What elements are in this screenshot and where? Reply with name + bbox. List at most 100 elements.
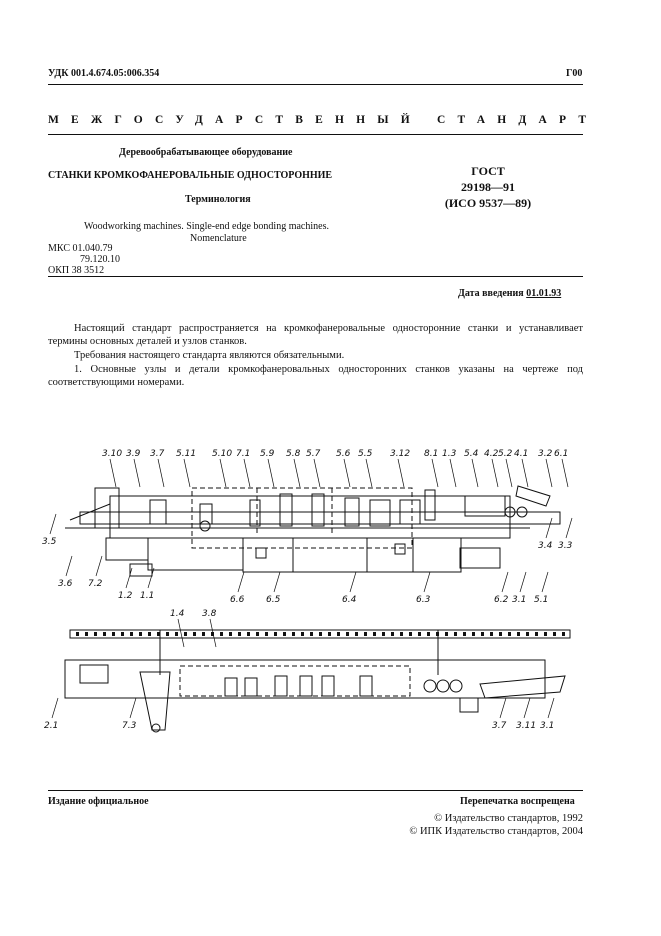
rail-hole [526,632,529,636]
group-code: Г00 [566,68,583,79]
callout-label: 3.7 [492,721,507,731]
leader-line [177,618,185,648]
rail-hole [490,632,493,636]
callout-label: 3.3 [558,541,573,551]
rail-hole [418,632,421,636]
leader-line [547,697,555,719]
mks-code: МКС 01.040.79 [48,243,113,254]
callout-label: 3.8 [202,609,217,619]
leader-line [273,571,281,593]
effective-date-label: Дата введения [458,288,524,299]
callout-label: 6.3 [416,595,431,605]
rail-hole [175,632,178,636]
leader-line [521,458,529,488]
rail-hole [382,632,385,636]
rail-hole [400,632,403,636]
callout-label: 4.1 [514,449,528,459]
rail-hole [427,632,430,636]
classification-codes: МКС 01.040.79 79.120.10 ОКП 38 3512 [48,243,120,276]
callout-label: 3.2 [538,449,553,459]
callout-label: 1.3 [442,449,457,459]
callout-label: 3.6 [58,579,73,589]
leader-line [125,567,133,589]
gost-number: 29198—91 [461,180,515,194]
callout-label: 5.11 [176,449,196,459]
leader-line [397,458,405,488]
rail-hole [256,632,259,636]
leader-line [431,458,439,488]
rail-hole [463,632,466,636]
edition-note: Издание официальное [48,796,149,807]
leader-line [129,697,137,719]
rail-hole [445,632,448,636]
rail-hole [337,632,340,636]
leader-line [545,517,553,539]
udk-code: УДК 001.4.674.05:006.354 [48,68,160,79]
rail-hole [76,632,79,636]
callout-label: 6.1 [554,449,568,459]
document-title: СТАНКИ КРОМКОФАНЕРОВАЛЬНЫЕ ОДНОСТОРОННИЕ [48,170,333,181]
leader-line [109,458,117,488]
copyright-2: © ИПК Издательство стандартов, 2004 [409,826,583,837]
rail-hole [472,632,475,636]
callout-label: 6.6 [230,595,245,605]
callout-label: 5.4 [464,449,479,459]
leader-line [501,571,509,593]
english-title: Woodworking machines. Single-end edge bo… [84,221,329,232]
callout-label: 3.1 [540,721,554,731]
leader-line [267,458,275,488]
callout-label: 1.4 [170,609,185,619]
rail-hole [292,632,295,636]
rail-hole [301,632,304,636]
rail-hole [184,632,187,636]
rail-hole [553,632,556,636]
effective-date-value: 01.01.93 [526,288,562,299]
rail-hole [409,632,412,636]
divider [48,84,583,85]
rail-hole [112,632,115,636]
leader-line [505,458,513,488]
callout-label: 2.1 [44,721,58,731]
rail-hole [85,632,88,636]
callout-label: 5.5 [358,449,373,459]
rail-hole [247,632,250,636]
callout-label: 1.2 [118,591,133,601]
rail-hole [355,632,358,636]
gost-number-block: ГОСТ 29198—91 (ИСО 9537—89) [428,163,548,211]
rail-hole [319,632,322,636]
leader-line [49,513,57,535]
rail-hole [283,632,286,636]
paragraph-items: 1. Основные узлы и детали кромкофанерова… [48,364,583,388]
rail-hole [121,632,124,636]
callout-label: 3.11 [516,721,536,731]
rail-hole [202,632,205,636]
leader-line [561,458,569,488]
leader-line [523,697,531,719]
rail-hole [373,632,376,636]
leader-line [293,458,301,488]
rail-hole [94,632,97,636]
rail-hole [166,632,169,636]
rail-hole [274,632,277,636]
callout-label: 5.10 [212,449,232,459]
rail-hole [436,632,439,636]
callout-label: 7.3 [122,721,137,731]
leader-line [65,555,73,577]
callout-label: 5.8 [286,449,301,459]
rail-hole [139,632,142,636]
iso-number: (ИСО 9537—89) [444,196,532,210]
okp-code: ОКП 38 3512 [48,265,105,276]
leader-line [565,517,573,539]
callout-label: 7.1 [236,449,250,459]
callout-label: 3.1 [512,595,526,605]
paragraph-mandatory: Требования настоящего стандарта являются… [74,350,345,361]
callout-label: 3.5 [42,537,57,547]
copyright-1: © Издательство стандартов, 1992 [434,813,583,824]
callout-label: 3.10 [102,449,122,459]
rail-hole [499,632,502,636]
leader-line [95,555,103,577]
leader-line [471,458,479,488]
rail-hole [310,632,313,636]
rail-hole [535,632,538,636]
